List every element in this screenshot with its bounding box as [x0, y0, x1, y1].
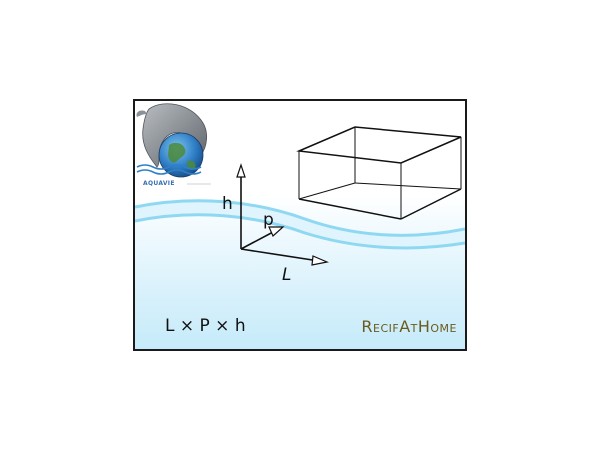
depth-label: p [263, 210, 274, 230]
length-axis [240, 248, 320, 262]
depth-arrow [268, 226, 285, 237]
dolphin-globe-logo: AQUAVIE [136, 103, 211, 187]
tank-volume-diagram: AQUAVIE [135, 103, 465, 285]
dolphin-icon [142, 103, 207, 168]
illustration-card: AQUAVIE [133, 99, 467, 351]
volume-formula: L × P × h [165, 316, 246, 336]
brand-name: AQUAVIE [143, 180, 175, 187]
length-arrow [311, 255, 330, 266]
height-arrow [236, 163, 246, 178]
wave-band [135, 199, 465, 250]
site-title: RecifAtHome [361, 317, 457, 336]
dimension-axes [236, 163, 330, 266]
length-label: L [282, 265, 291, 285]
tank-wireframe [296, 126, 462, 220]
depth-axis [240, 230, 276, 250]
height-label: h [222, 194, 233, 214]
